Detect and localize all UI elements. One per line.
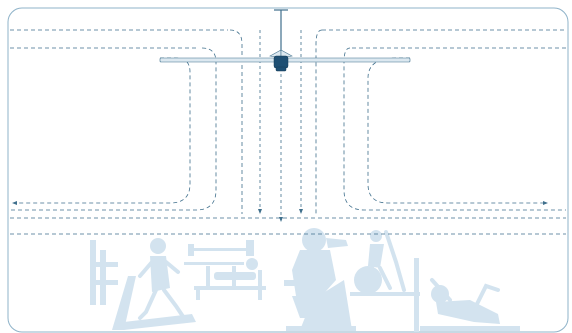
exercise-bike-icon <box>284 228 356 331</box>
arrow-down-icon <box>299 209 303 214</box>
floor-exercise-icon <box>414 258 520 332</box>
airflow-guides <box>10 29 566 235</box>
airflow-right <box>315 29 566 214</box>
treadmill-runner-icon <box>90 238 196 330</box>
ceiling-fan-icon <box>159 9 411 72</box>
airflow-down <box>258 30 303 222</box>
arrow-down-icon <box>258 209 262 214</box>
arrow-left-icon <box>12 201 17 205</box>
arrow-down-icon <box>279 217 283 222</box>
airflow-left <box>10 29 243 214</box>
weight-bench-icon <box>184 240 266 300</box>
elliptical-trainer-icon <box>350 230 420 296</box>
gym-silhouettes <box>90 228 520 332</box>
diagram-frame <box>7 7 569 333</box>
arrow-right-icon <box>543 201 548 205</box>
